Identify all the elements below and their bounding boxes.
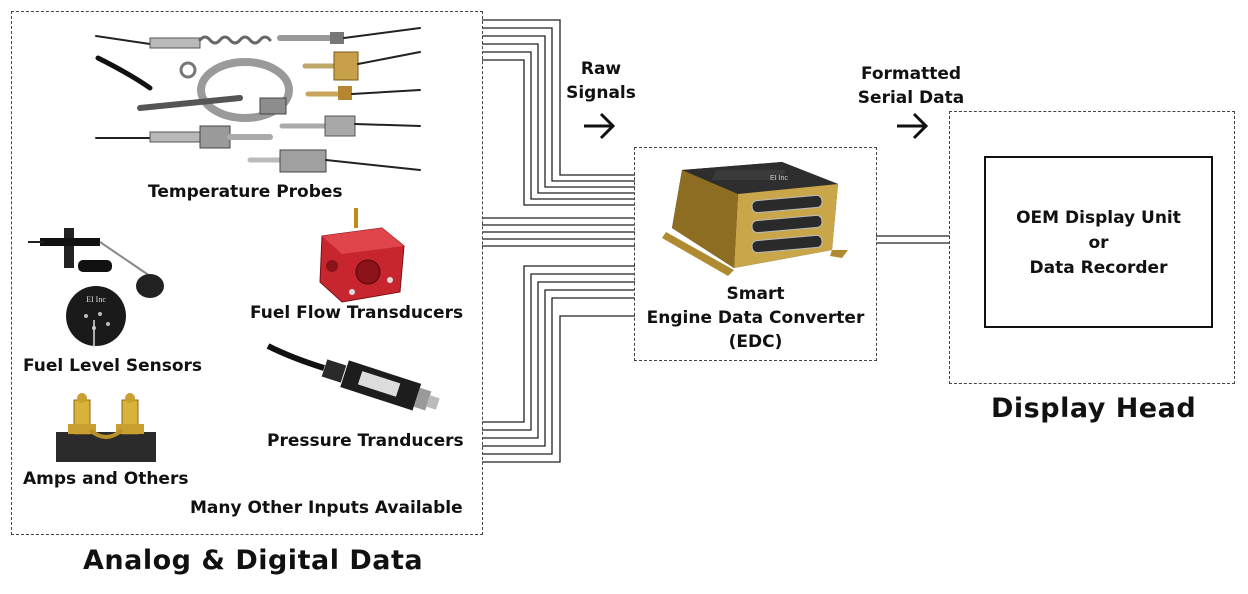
display-line2: or [1088, 233, 1109, 253]
edc-label: Smart Engine Data Converter (EDC) [634, 282, 877, 354]
edc-face-text: EI Inc [770, 175, 788, 182]
display-line3: Data Recorder [1029, 258, 1168, 278]
raw-signals-label: Raw Signals [557, 57, 645, 105]
formatted-line1: Formatted [860, 64, 962, 84]
fuel-flow-transducers-label: Fuel Flow Transducers [250, 303, 464, 323]
raw-signals-line1: Raw [580, 59, 622, 79]
edc-line3: (EDC) [728, 332, 783, 352]
fuel-level-sensors-label: Fuel Level Sensors [23, 356, 203, 376]
serial-data-arrow [897, 112, 929, 140]
raw-signal-arrow [584, 112, 616, 140]
edc-box [634, 147, 877, 361]
temperature-probes-image [95, 27, 421, 173]
formatted-serial-data-label: Formatted Serial Data [852, 62, 970, 110]
many-other-inputs-label: Many Other Inputs Available [190, 498, 463, 518]
edc-device-image: EI Inc [662, 162, 848, 276]
fuel-level-sensor-image: EI Inc [28, 228, 164, 348]
analog-digital-sources-box [11, 11, 483, 535]
display-head-box [949, 111, 1235, 384]
oem-display-label: OEM Display Unit or Data Recorder [984, 206, 1213, 281]
edc-line2: Engine Data Converter [646, 308, 865, 328]
temperature-probes-label: Temperature Probes [148, 182, 343, 202]
analog-digital-data-title: Analog & Digital Data [83, 545, 424, 576]
pressure-transducers-label: Pressure Tranducers [267, 431, 464, 451]
formatted-line2: Serial Data [857, 88, 965, 108]
raw-signals-line2: Signals [566, 83, 636, 103]
amps-shunt-image [56, 393, 156, 462]
display-head-title: Display Head [991, 393, 1197, 424]
pressure-transducer-image [266, 343, 440, 411]
amps-and-others-label: Amps and Others [23, 469, 189, 489]
fuel-flow-transducer-image [319, 208, 405, 303]
display-line1: OEM Display Unit [1016, 208, 1181, 228]
edc-line1: Smart [726, 284, 785, 304]
fuel-level-sensor-text: EI Inc [86, 295, 106, 304]
oem-display-unit-box [984, 156, 1213, 328]
